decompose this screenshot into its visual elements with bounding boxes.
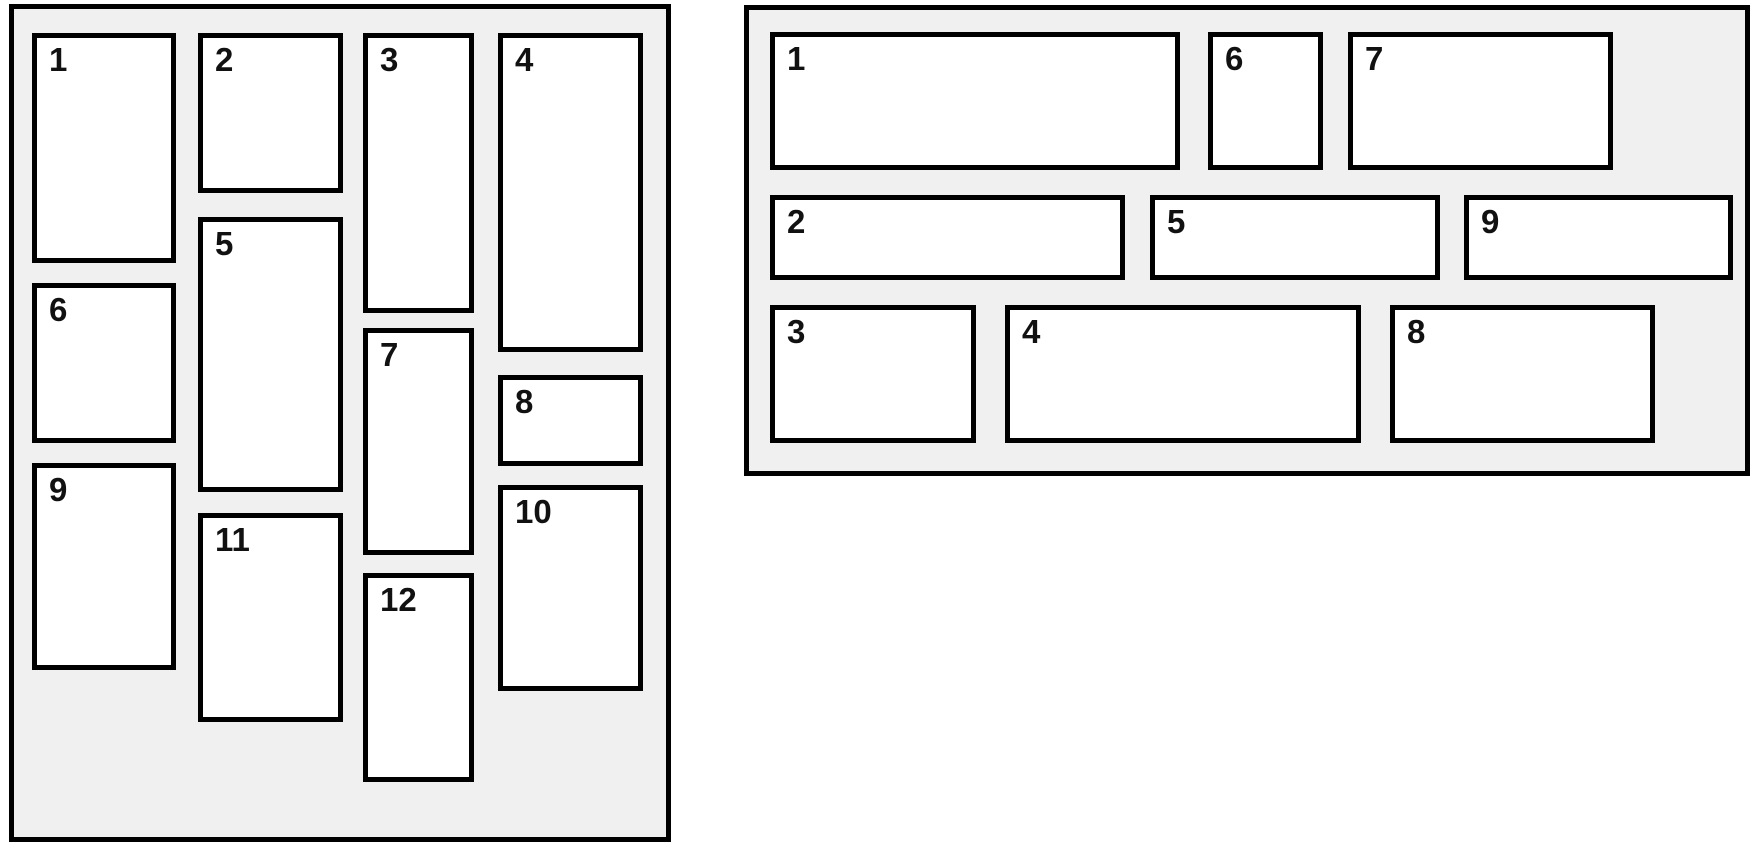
masonry-item-label: 3 — [380, 41, 399, 78]
masonry-item: 2 — [198, 33, 343, 193]
masonry-item: 1 — [32, 33, 176, 263]
masonry-item: 3 — [770, 305, 976, 443]
masonry-item: 3 — [363, 33, 474, 313]
masonry-item-label: 10 — [515, 493, 552, 530]
masonry-item-label: 8 — [515, 383, 534, 420]
masonry-item-label: 1 — [49, 41, 68, 78]
masonry-item: 7 — [1348, 32, 1613, 170]
masonry-item-label: 12 — [380, 581, 417, 618]
masonry-item: 2 — [770, 195, 1125, 280]
masonry-item: 9 — [32, 463, 176, 670]
masonry-item: 10 — [498, 485, 643, 691]
masonry-item-label: 9 — [1481, 203, 1500, 240]
masonry-item-label: 3 — [787, 313, 806, 350]
masonry-item-label: 11 — [215, 521, 250, 558]
masonry-item-label: 5 — [215, 225, 234, 262]
masonry-item-label: 9 — [49, 471, 68, 508]
masonry-item: 4 — [1005, 305, 1361, 443]
masonry-item: 4 — [498, 33, 643, 352]
masonry-item-label: 2 — [787, 203, 806, 240]
masonry-item-label: 4 — [515, 41, 534, 78]
masonry-item: 8 — [1390, 305, 1655, 443]
masonry-item: 11 — [198, 513, 343, 722]
masonry-item-label: 4 — [1022, 313, 1041, 350]
masonry-item: 8 — [498, 375, 643, 466]
masonry-item: 5 — [198, 217, 343, 492]
masonry-item: 6 — [32, 283, 176, 443]
masonry-item: 1 — [770, 32, 1180, 170]
masonry-item-label: 7 — [380, 336, 399, 373]
masonry-item-label: 2 — [215, 41, 234, 78]
masonry-item-label: 7 — [1365, 40, 1384, 77]
masonry-item-label: 1 — [787, 40, 806, 77]
masonry-item: 7 — [363, 328, 474, 555]
masonry-item-label: 6 — [49, 291, 68, 328]
masonry-item: 5 — [1150, 195, 1440, 280]
masonry-item: 9 — [1464, 195, 1733, 280]
masonry-item-label: 8 — [1407, 313, 1426, 350]
masonry-item-label: 6 — [1225, 40, 1244, 77]
masonry-item: 12 — [363, 573, 474, 782]
masonry-item: 6 — [1208, 32, 1323, 170]
masonry-item-label: 5 — [1167, 203, 1186, 240]
